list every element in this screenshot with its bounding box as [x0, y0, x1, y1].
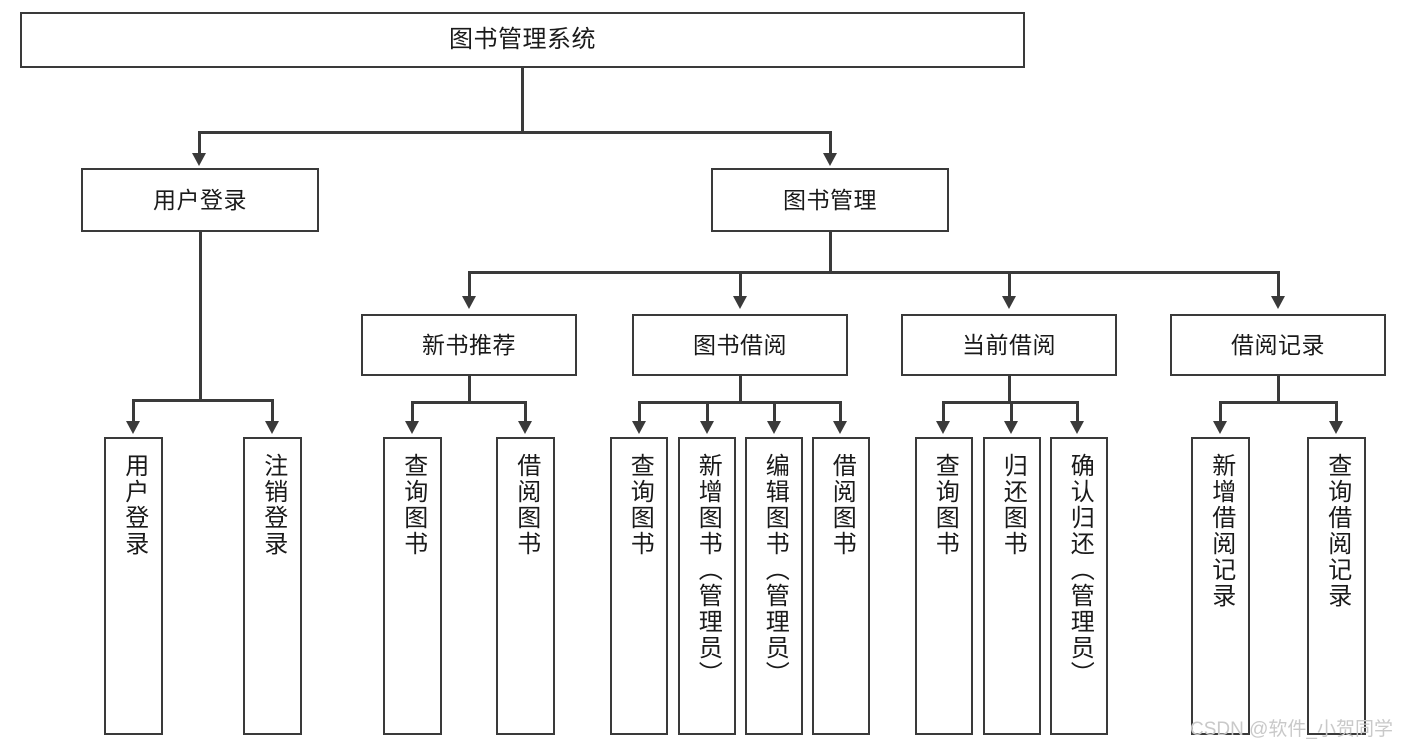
arrowhead-to-cb-leaf-1: [936, 421, 950, 434]
connector-bm-drop-4: [1277, 271, 1280, 298]
arrowhead-to-bb-leaf-1: [632, 421, 646, 434]
leaf-nbr-query-book[interactable]: 查询图书: [383, 437, 442, 735]
arrowhead-to-bb-leaf-2: [700, 421, 714, 434]
connector-user-login-bus: [132, 399, 273, 402]
leaf-logout[interactable]: 注销登录: [243, 437, 302, 735]
node-root-book-management-system[interactable]: 图书管理系统: [20, 12, 1025, 68]
node-current-borrow[interactable]: 当前借阅: [901, 314, 1117, 376]
node-label: 确认归还（管理员）: [1066, 453, 1094, 687]
connector-br-drop-1: [1219, 401, 1222, 423]
leaf-nbr-borrow-book[interactable]: 借阅图书: [496, 437, 555, 735]
arrowhead-to-cb-leaf-3: [1070, 421, 1084, 434]
leaf-bb-query-book[interactable]: 查询图书: [610, 437, 668, 735]
connector-bb-bus: [638, 401, 841, 404]
connector-nbr-drop-1: [411, 401, 414, 423]
node-new-book-recommend[interactable]: 新书推荐: [361, 314, 577, 376]
connector-bb-drop-1: [638, 401, 641, 423]
connector-br-drop-2: [1335, 401, 1338, 423]
node-label: 借阅图书: [828, 453, 856, 557]
connector-cb-drop-1: [942, 401, 945, 423]
arrowhead-to-borrow-record: [1271, 296, 1285, 309]
connector-br-bus: [1219, 401, 1337, 404]
connector-cb-drop-3: [1076, 401, 1079, 423]
arrowhead-to-new-book-recommend: [462, 296, 476, 309]
connector-root-drop-1: [198, 131, 201, 157]
node-label: 归还图书: [999, 453, 1027, 557]
node-label: 借阅图书: [512, 453, 540, 557]
connector-bb-drop-4: [839, 401, 842, 423]
leaf-br-add-record[interactable]: 新增借阅记录: [1191, 437, 1250, 735]
csdn-watermark: CSDN @软件_小贺同学: [1190, 719, 1393, 740]
arrowhead-to-cb-leaf-2: [1004, 421, 1018, 434]
node-label: 图书借阅: [693, 331, 787, 358]
leaf-bb-add-book-admin[interactable]: 新增图书（管理员）: [678, 437, 736, 735]
connector-book-management-bus: [468, 271, 1279, 274]
connector-bm-drop-2: [739, 271, 742, 298]
node-label: 用户登录: [120, 453, 148, 557]
connector-bm-drop-1: [468, 271, 471, 298]
leaf-user-login[interactable]: 用户登录: [104, 437, 163, 735]
leaf-cb-return-book[interactable]: 归还图书: [983, 437, 1041, 735]
connector-bb-stem: [739, 376, 742, 402]
node-label: 当前借阅: [962, 331, 1056, 358]
arrowhead-to-user-login: [192, 153, 206, 166]
arrowhead-to-book-management: [823, 153, 837, 166]
arrowhead-to-nbr-leaf-2: [518, 421, 532, 434]
arrowhead-to-br-leaf-2: [1329, 421, 1343, 434]
node-label: 新书推荐: [422, 331, 516, 358]
node-label: 编辑图书（管理员）: [761, 453, 789, 687]
connector-nbr-drop-2: [524, 401, 527, 423]
leaf-br-query-record[interactable]: 查询借阅记录: [1307, 437, 1366, 735]
connector-bb-drop-2: [706, 401, 709, 423]
node-label: 查询借阅记录: [1323, 453, 1351, 609]
node-user-login[interactable]: 用户登录: [81, 168, 319, 232]
node-borrow-record[interactable]: 借阅记录: [1170, 314, 1386, 376]
arrowhead-to-leaf-logout: [265, 421, 279, 434]
connector-cb-stem: [1008, 376, 1011, 402]
arrowhead-to-book-borrow: [733, 296, 747, 309]
connector-bb-drop-3: [773, 401, 776, 423]
arrowhead-to-current-borrow: [1002, 296, 1016, 309]
arrowhead-to-nbr-leaf-1: [405, 421, 419, 434]
connector-book-management-stem: [829, 232, 832, 272]
leaf-bb-edit-book-admin[interactable]: 编辑图书（管理员）: [745, 437, 803, 735]
node-label: 新增图书（管理员）: [694, 453, 722, 687]
connector-user-login-drop-1: [132, 399, 135, 423]
node-book-borrow[interactable]: 图书借阅: [632, 314, 848, 376]
connector-bm-drop-3: [1008, 271, 1011, 298]
connector-br-stem: [1277, 376, 1280, 402]
node-label: 用户登录: [153, 186, 247, 213]
node-label: 查询图书: [931, 453, 959, 557]
arrowhead-to-bb-leaf-4: [833, 421, 847, 434]
connector-user-login-stem: [199, 232, 202, 400]
leaf-cb-query-book[interactable]: 查询图书: [915, 437, 973, 735]
arrowhead-to-bb-leaf-3: [767, 421, 781, 434]
leaf-bb-borrow-book[interactable]: 借阅图书: [812, 437, 870, 735]
node-label: 查询图书: [626, 453, 654, 557]
connector-user-login-drop-2: [271, 399, 274, 423]
arrowhead-to-leaf-user-login: [126, 421, 140, 434]
node-label: 图书管理: [783, 186, 877, 213]
connector-root-stem: [521, 68, 524, 132]
connector-nbr-bus: [411, 401, 526, 404]
connector-cb-drop-2: [1010, 401, 1013, 423]
node-label: 注销登录: [259, 453, 287, 557]
connector-root-drop-2: [829, 131, 832, 157]
leaf-cb-confirm-return-admin[interactable]: 确认归还（管理员）: [1050, 437, 1108, 735]
connector-root-bus: [198, 131, 832, 134]
node-label: 图书管理系统: [449, 26, 596, 54]
connector-nbr-stem: [468, 376, 471, 402]
arrowhead-to-br-leaf-1: [1213, 421, 1227, 434]
node-label: 查询图书: [399, 453, 427, 557]
node-book-management[interactable]: 图书管理: [711, 168, 949, 232]
node-label: 借阅记录: [1231, 331, 1325, 358]
node-label: 新增借阅记录: [1207, 453, 1235, 609]
